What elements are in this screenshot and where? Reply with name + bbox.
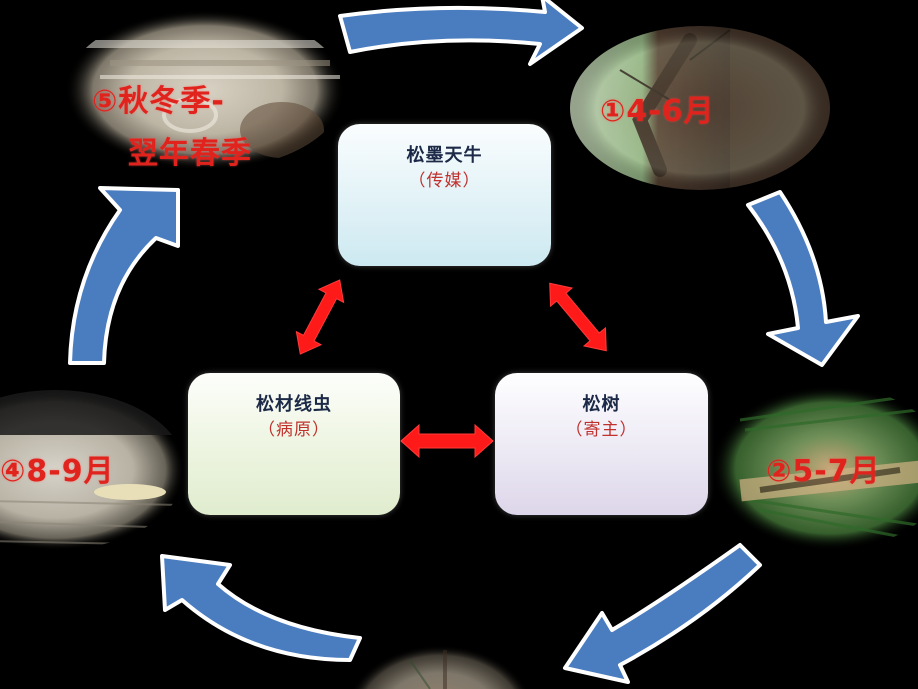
node-vector-role: （传媒） <box>408 171 481 191</box>
node-vector-title: 松墨天牛 <box>406 145 483 166</box>
node-pathogen-role: （病原） <box>258 420 330 440</box>
stage5-label-line1: ⑤秋冬季- <box>92 84 225 119</box>
stage2-label: ②5-7月 <box>766 454 881 489</box>
node-vector-box: 松墨天牛 （传媒） <box>338 124 551 266</box>
stage4-label: ④8-9月 <box>0 454 115 489</box>
node-host-box: 松树 （寄主） <box>495 373 708 515</box>
cycle-arrow-top <box>338 0 584 66</box>
node-pathogen-box: 松材线虫 （病原） <box>188 373 400 515</box>
stage5-photo <box>65 10 345 170</box>
stage2-photo <box>712 386 918 550</box>
link-vector-host-arrow <box>549 282 607 352</box>
cycle-arrow-right-lower <box>563 543 762 684</box>
cycle-arrow-right-upper <box>746 190 860 367</box>
cycle-arrow-left-upper <box>68 186 180 365</box>
stage3-photo <box>351 645 529 689</box>
link-pathogen-host-arrow <box>400 423 494 459</box>
node-pathogen-title: 松材线虫 <box>256 394 332 415</box>
node-host-role: （寄主） <box>565 420 638 440</box>
cycle-arrow-left-lower <box>160 554 362 662</box>
stage4-photo <box>0 390 185 550</box>
stage1-label: ①4-6月 <box>600 94 715 129</box>
stage5-label-line2: 翌年春季 <box>128 136 252 171</box>
link-vector-pathogen-arrow <box>295 279 345 355</box>
node-host-title: 松树 <box>582 394 621 415</box>
